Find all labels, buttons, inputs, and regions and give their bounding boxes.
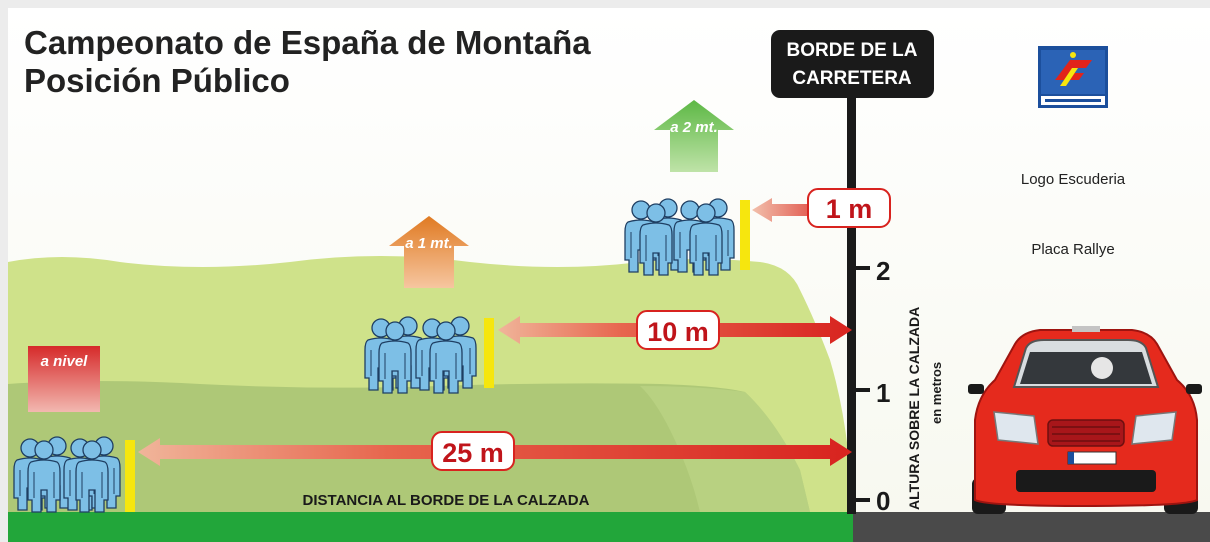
sign-line-1: BORDE DE LA [787, 40, 918, 61]
road-edge-pole [847, 88, 856, 514]
placa-rallye-label: Placa Rallye [1031, 241, 1114, 258]
page-title-line-2: Posición Público [24, 62, 290, 99]
height-axis-label: ALTURA SOBRE LA CALZADA [906, 307, 922, 510]
group-1m: a 1 mt. 10 m [364, 216, 852, 394]
sign-line-2: CARRETERA [792, 68, 912, 89]
marker-level [125, 440, 135, 512]
tag-arrow-1m [389, 216, 469, 288]
logo-escuderia-label: Logo Escuderia [1021, 171, 1126, 188]
page-title-line-1: Campeonato de España de Montaña [24, 24, 591, 61]
distance-25m: 25 m [442, 438, 504, 468]
ground-distance-label: DISTANCIA AL BORDE DE LA CALZADA [303, 492, 590, 509]
height-tick-1: 1 [876, 378, 890, 408]
tag-label-2m: a 2 mt. [670, 119, 718, 136]
marker-1m [484, 318, 494, 388]
rally-car [968, 326, 1202, 514]
height-axis-sublabel: en metros [929, 362, 944, 424]
distance-1m: 1 m [826, 194, 873, 224]
marker-2m [740, 200, 750, 270]
height-tick-0: 0 [876, 486, 890, 516]
group-2m: a 2 mt. 1 m [624, 100, 891, 276]
tag-box-level [28, 346, 100, 412]
federation-logo [1038, 46, 1108, 108]
road-edge-sign [771, 30, 934, 98]
height-tick-2: 2 [876, 256, 890, 286]
road-strip [853, 512, 1210, 542]
tag-arrow-2m [654, 100, 734, 172]
tag-label-level: a nivel [41, 353, 89, 370]
grass-strip [8, 512, 853, 542]
tag-label-1m: a 1 mt. [405, 235, 453, 252]
group-level: a nivel 25 m [13, 346, 852, 513]
distance-10m: 10 m [647, 317, 709, 347]
